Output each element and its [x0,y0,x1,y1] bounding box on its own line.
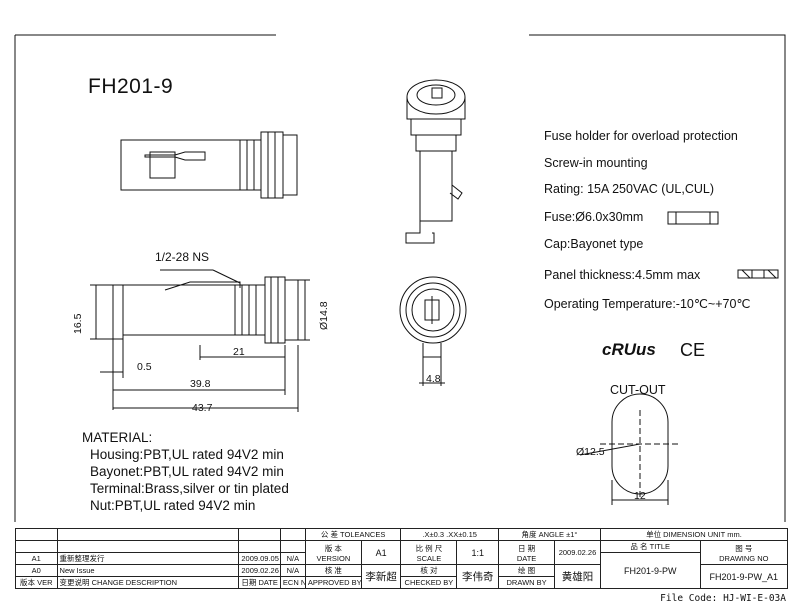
drawing-no-value: FH201-9-PW_A1 [699,564,789,589]
cutout-width: 12 [634,490,646,502]
date-value: 2009.02.26 [554,540,601,565]
side-view-top [120,131,298,199]
rev-date-a1: 2009.09.05 [238,552,281,565]
scale-value: 1:1 [456,540,500,565]
spec-function: Fuse holder for overload protection [544,129,738,143]
tolerance-label: 公 差 TOLEANCES [304,528,402,541]
material-terminal: Terminal:Brass,silver or tin plated [90,481,289,496]
version-value: A1 [360,540,402,565]
dim-thread: 1/2-28 NS [155,250,210,264]
rev-ver-a0: A0 [15,564,58,577]
rev-ecn-a1: N/A [279,552,306,565]
material-bayonet: Bayonet:PBT,UL rated 94V2 min [90,464,284,479]
dim-height: 16.5 [72,313,84,334]
spec-mounting: Screw-in mounting [544,156,648,170]
rev-header-ecn: ECN NO [279,576,306,589]
end-view [399,276,467,386]
model-number: FH201-9 [88,75,174,98]
approved-label-en: APPROVED BY [304,576,362,589]
tolerance-values: .X±0.3 .XX±0.15 [400,528,500,541]
approved-label: 核 准 [304,564,362,577]
spec-panel: Panel thickness:4.5mm max [544,268,701,282]
ce-mark: CE [680,340,706,360]
rev-ecn-a0: N/A [279,564,306,577]
cutout-diameter: Ø12.5 [576,446,605,458]
rev-date-a0: 2009.02.26 [238,564,281,577]
material-title: MATERIAL: [82,430,153,445]
fuse-icon [667,211,719,225]
spec-fuse: Fuse:Ø6.0x30mm [544,210,644,224]
approved-by: 李新超 [360,564,402,589]
rev-desc-a1: 重新整理发行 [56,552,240,565]
rev-header-desc: 变更说明 CHANGE DESCRIPTION [56,576,240,589]
checked-label-en: CHECKED BY [400,576,458,589]
title-value: FH201-9-PW [599,552,701,589]
rev-ver-a1: A1 [15,552,58,565]
spec-temperature: Operating Temperature:-10℃~+70℃ [544,297,751,311]
dim-length-398: 39.8 [190,378,211,390]
rev-desc-a0: New Issue [56,564,240,577]
drawn-label-en: DRAWN BY [498,576,556,589]
spec-rating: Rating: 15A 250VAC (UL,CUL) [544,182,714,196]
drawn-label: 绘 图 [498,564,556,577]
dim-width-48: 4.8 [426,373,441,385]
drawn-by: 黄雄阳 [554,564,601,589]
dim-length-437: 43.7 [192,402,213,414]
dim-body-diameter: Ø14.8 [318,301,330,330]
side-view-bottom [90,269,310,412]
rev-header-ver: 版本 VER [15,576,58,589]
ul-cert-mark: cRUus [602,340,656,359]
checked-label: 核 对 [400,564,458,577]
angle-tolerance: 角度 ANGLE ±1° [498,528,601,541]
material-nut: Nut:PBT,UL rated 94V2 min [90,498,256,513]
rev-header-date: 日期 DATE [238,576,281,589]
dim-length-21: 21 [233,346,245,358]
title-block: 公 差 TOLEANCES .X±0.3 .XX±0.15 角度 ANGLE ±… [15,528,789,589]
cutout-label: CUT-OUT [610,383,666,397]
cutout-drawing [579,393,680,505]
dim-length-05: 0.5 [137,361,152,373]
material-housing: Housing:PBT,UL rated 94V2 min [90,447,284,462]
perspective-view [405,79,466,244]
dimension-unit: 单位 DIMENSION UNIT mm. [599,528,789,541]
file-code: File Code: HJ-WI-E-03A [660,593,786,604]
spec-cap: Cap:Bayonet type [544,237,644,251]
checked-by: 李伟奇 [456,564,500,589]
title-label: 品 名 TITLE [599,540,701,553]
panel-icon [737,269,779,279]
